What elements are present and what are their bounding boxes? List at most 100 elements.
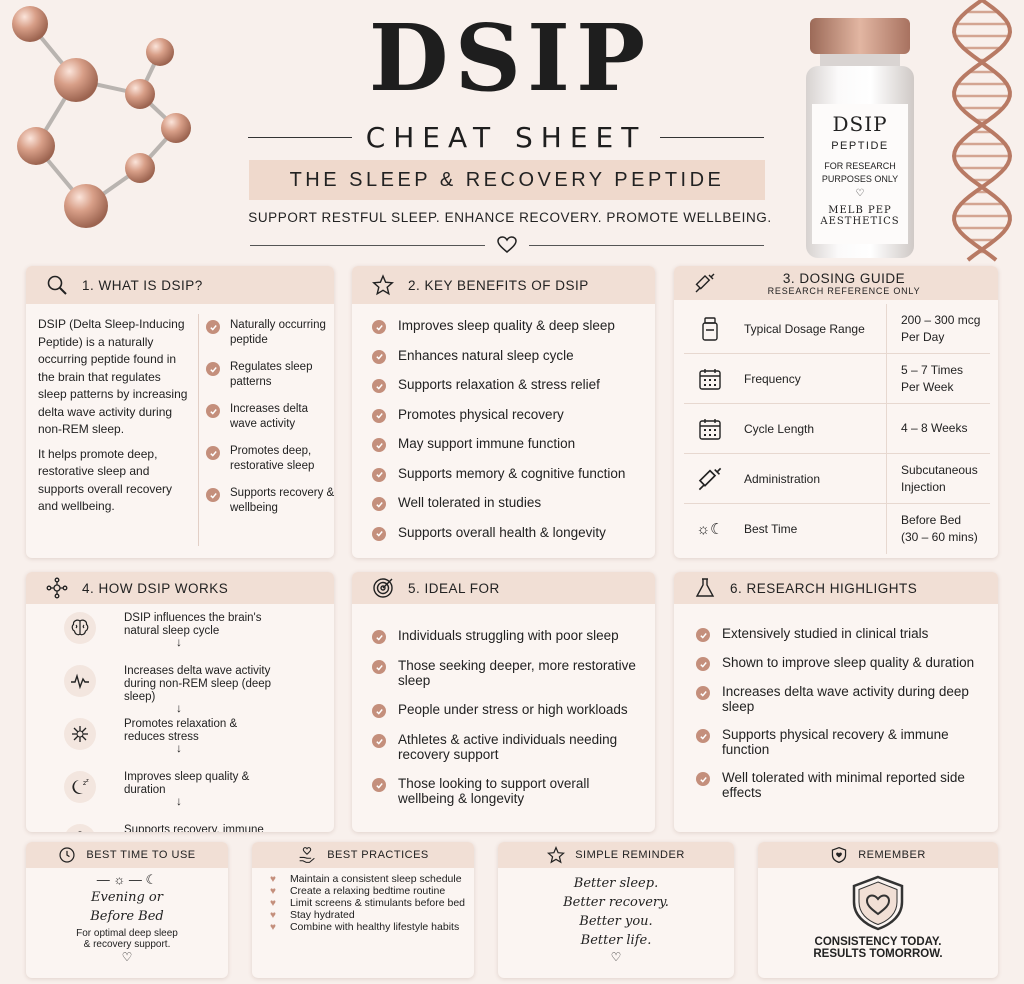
benefits-heading: 2. KEY BENEFITS OF DSIP [408,277,589,293]
list-item: Supports memory & cognitive function [372,466,625,482]
vial-name: DSIP [832,112,888,136]
best-practices-card: BEST PRACTICES ♥Maintain a consistent sl… [252,842,474,978]
list-item-text: Enhances natural sleep cycle [398,347,574,363]
check-icon [696,628,710,642]
reminder-line: Better you. [579,914,653,929]
best-time-heading: BEST TIME TO USE [86,849,196,861]
list-item: Shown to improve sleep quality & duratio… [696,655,986,671]
star-icon [372,274,394,296]
list-item: Well tolerated with minimal reported sid… [696,770,986,800]
how-works-step: DSIP influences the brain's natural slee… [26,612,334,665]
remember-line-1: CONSISTENCY TODAY. [814,936,942,948]
how-works-step-text: Promotes relaxation & reduces stress↓ [124,718,274,755]
check-icon [206,362,220,376]
how-works-card: 4. HOW DSIP WORKS DSIP influences the br… [26,572,334,832]
vial-brand-2: AESTHETICS [820,216,900,227]
check-icon [372,778,386,792]
wave-icon [64,665,96,697]
list-item: ♥Stay hydrated [270,910,466,922]
sun-moon-icon: ☼☾ [696,521,724,538]
target-icon [373,578,393,598]
list-item-text: Supports physical recovery & immune func… [722,727,949,757]
list-item-text: Supports memory & cognitive function [398,465,626,481]
dosing-label: Cycle Length [744,421,815,436]
arrow-down-icon: ↓ [176,741,182,755]
heart-icon: ♡ [121,950,133,964]
clock-icon [59,847,75,863]
list-item: Increases delta wave activity during dee… [696,684,986,714]
list-item-text: Well tolerated with minimal reported sid… [722,770,965,800]
dosing-value: 4 – 8 Weeks [886,404,990,453]
heart-icon: ♥ [270,922,276,933]
vial-note: FOR RESEARCH PURPOSES ONLY [821,161,899,184]
star-icon [547,846,566,864]
network-icon [46,577,68,599]
check-icon [372,349,386,364]
heart-divider [250,234,764,256]
check-icon [372,408,386,423]
list-item-text: Increases delta wave activity [230,403,308,430]
list-item: ♥Maintain a consistent sleep schedule [270,873,466,886]
dosing-label: Typical Dosage Range [744,321,865,336]
shield-icon [64,824,96,832]
how-works-step-text: Improves sleep quality & duration↓ [124,771,274,808]
list-item-text: Promotes deep, restorative sleep [230,445,315,472]
research-card: 6. RESEARCH HIGHLIGHTS Extensively studi… [674,572,998,832]
dosing-subheading: RESEARCH REFERENCE ONLY [767,285,921,296]
what-is-header: 1. WHAT IS DSIP? [26,266,334,304]
best-time-card: BEST TIME TO USE — ☼ — ☾ Evening or Befo… [26,842,228,978]
heart-icon: ♥ [270,910,276,921]
how-works-step-text: DSIP influences the brain's natural slee… [124,612,274,649]
ideal-for-heading: 5. IDEAL FOR [408,580,500,596]
check-icon [372,320,386,334]
svg-text:z: z [86,778,89,784]
benefits-header: 2. KEY BENEFITS OF DSIP [352,266,655,304]
list-item: Promotes deep, restorative sleep [206,444,334,474]
list-item-text: Supports relaxation & stress relief [398,377,600,392]
list-item: Those looking to support overall wellbei… [372,776,642,806]
list-item: Increases delta wave activity [206,402,334,432]
dosing-row: Cycle Length 4 – 8 Weeks [684,404,990,454]
dosing-header: 3. DOSING GUIDE RESEARCH REFERENCE ONLY [674,266,998,300]
reminder-line: Better recovery. [563,895,669,910]
what-is-paragraph-2: It helps promote deep, restorative sleep… [38,446,173,514]
list-item: ♥Combine with healthy lifestyle habits [270,922,466,934]
check-icon [372,467,386,482]
check-icon [372,704,386,718]
how-works-step: Supports recovery, immune function & ove… [26,824,334,832]
arrow-down-icon: ↓ [176,794,182,808]
arrow-down-icon: ↓ [176,635,182,649]
heart-icon: ♡ [610,950,622,964]
dosing-label: Frequency [744,371,801,386]
how-works-step-text: Increases delta wave activity during non… [124,665,274,714]
sun-moon-icon: — ☼ — ☾ [96,872,158,887]
reminder-line: Better life. [580,933,652,948]
dosing-heading: 3. DOSING GUIDE [782,270,906,286]
list-item: Improves sleep quality & deep sleep [372,318,625,334]
calm-icon [64,718,96,750]
vial-type: PEPTIDE [831,140,889,152]
calendar-icon [699,368,721,390]
list-item: ♥Limit screens & stimulants before bed [270,898,466,910]
list-item-text: Supports recovery & wellbeing [230,487,334,514]
list-item-text: Maintain a consistent sleep schedule [289,873,462,885]
check-icon [372,497,386,511]
list-item-text: People under stress or high workloads [398,702,628,717]
svg-text:z: z [83,780,86,787]
best-time-header: BEST TIME TO USE [26,842,228,868]
list-item: May support immune function [372,436,625,452]
list-item-text: Well tolerated in studies [398,495,542,510]
list-item: Well tolerated in studies [372,495,625,511]
list-item-text: Promotes physical recovery [398,406,564,422]
check-icon [696,729,710,743]
dosing-value: Before Bed(30 – 60 mins) [886,504,990,554]
how-works-step: Increases delta wave activity during non… [26,665,334,718]
check-icon [372,660,386,674]
check-icon [206,488,220,502]
list-item-text: Shown to improve sleep quality & duratio… [722,655,975,670]
